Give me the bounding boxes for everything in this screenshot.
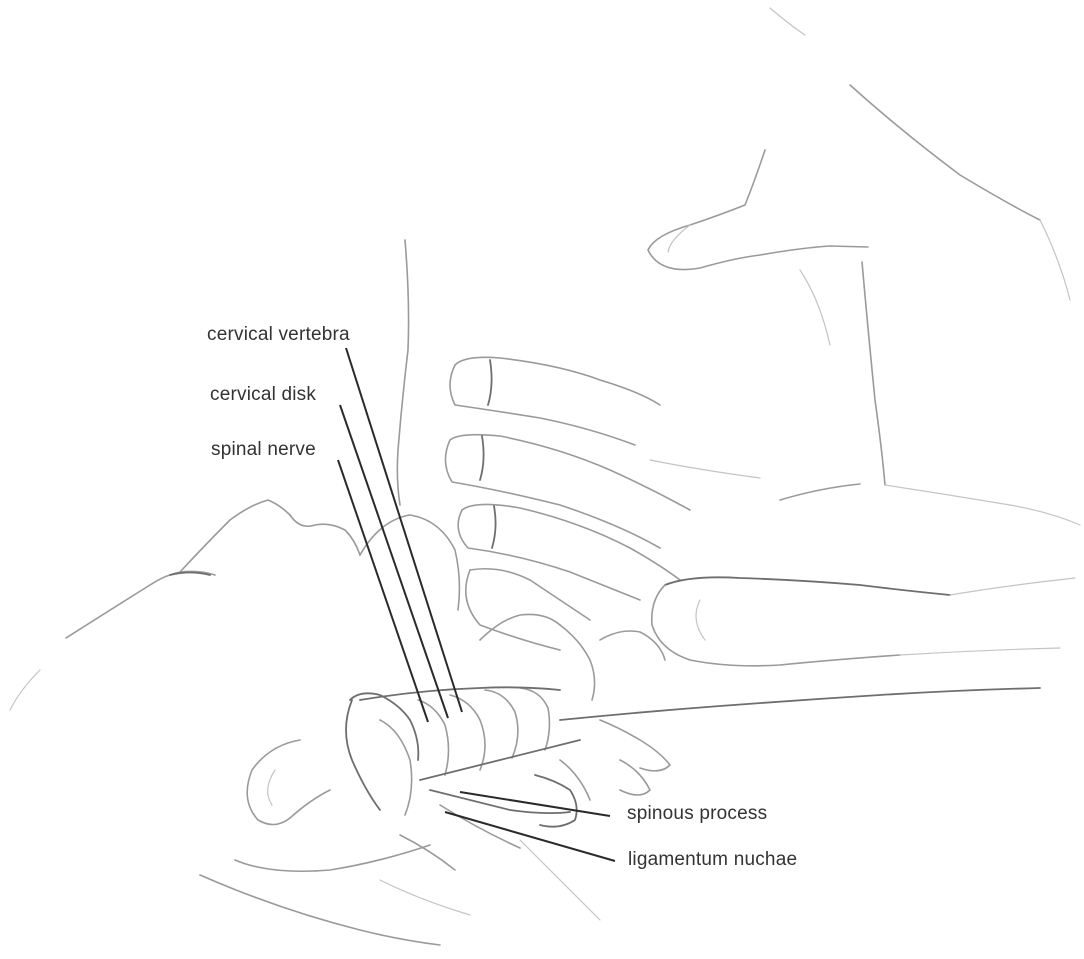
- practitioner-thumb: [652, 577, 950, 666]
- practitioner-shoulder-outline: [780, 484, 1080, 525]
- label-spinal-nerve: spinal nerve: [211, 439, 316, 461]
- label-ligamentum-nuchae: ligamentum nuchae: [628, 849, 797, 871]
- practitioner-ear-outline: [648, 150, 868, 270]
- spinal-nerve-leader: [338, 460, 428, 722]
- cervical-spine: [346, 614, 670, 915]
- practitioner-head-outline: [770, 8, 1070, 300]
- label-cervical-disk: cervical disk: [210, 384, 316, 406]
- patient-ear: [247, 740, 330, 825]
- label-cervical-vertebra: cervical vertebra: [207, 324, 350, 346]
- practitioner-neck-outline: [650, 262, 885, 485]
- cervical-vertebra-leader: [346, 348, 462, 712]
- label-spinous-process: spinous process: [627, 803, 767, 825]
- patient-face-profile: [10, 500, 360, 710]
- patient-head-back: [360, 240, 459, 610]
- patient-jaw-neck: [200, 840, 600, 945]
- ligamentum-nuchae-leader: [445, 812, 615, 861]
- cervical-disk-leader: [340, 405, 448, 718]
